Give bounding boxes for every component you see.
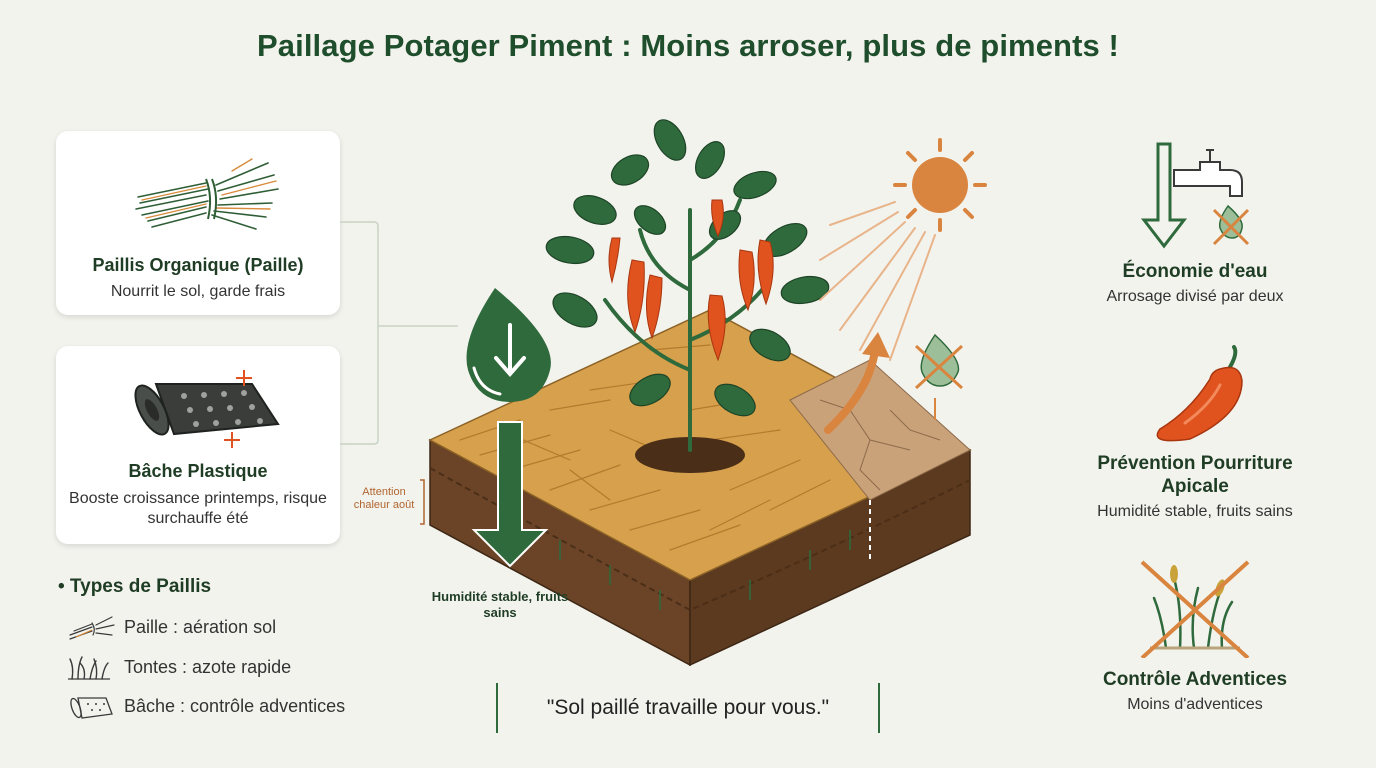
card-plastic-title: Bâche Plastique	[128, 461, 268, 481]
type-label-sheet: Bâche : contrôle adventices	[124, 696, 346, 716]
plastic-sheet-icon	[56, 362, 340, 453]
benefit-weed-control: Contrôle Adventices Moins d'adventices	[1070, 558, 1320, 718]
water-tap-icon	[1070, 140, 1320, 255]
sheet-icon	[66, 694, 116, 725]
crossed-drop-icon	[914, 333, 964, 390]
benefit-rot-prevention: Prévention Pourriture Apicale Humidité s…	[1070, 345, 1320, 525]
benefit-weed-title: Contrôle Adventices	[1102, 669, 1288, 690]
type-label-straw: Paille : aération sol	[124, 617, 277, 637]
card-organic-title: Paillis Organique (Paille)	[92, 255, 304, 275]
card-organic-mulch: Paillis Organique (Paille) Nourrit le so…	[56, 131, 340, 315]
grass-icon	[66, 655, 116, 686]
weeds-crossed-icon	[1070, 558, 1320, 663]
pepper-icon	[1070, 345, 1320, 450]
warning-note: Attention chaleur août	[353, 486, 415, 511]
page-title: Paillage Potager Piment : Moins arroser,…	[257, 28, 1119, 63]
card-plastic-desc: Booste croissance printemps, risque surc…	[69, 490, 327, 527]
benefit-weed-desc: Moins d'adventices	[1127, 696, 1263, 713]
benefit-rot-desc: Humidité stable, fruits sains	[1097, 503, 1293, 520]
straw-bundle-icon	[56, 145, 340, 250]
types-title: • Types de Paillis	[58, 576, 212, 597]
heat-evaporation-arrow	[824, 346, 879, 434]
benefit-rot-title: Prévention Pourriture Apicale	[1097, 453, 1293, 497]
benefit-water-saving: Économie d'eau Arrosage divisé par deux	[1070, 140, 1320, 310]
dry-cracked-soil	[789, 359, 971, 501]
benefit-water-title: Économie d'eau	[1122, 261, 1268, 282]
water-down-arrow	[471, 421, 549, 568]
humidity-note: Humidité stable, fruits sains	[431, 589, 569, 620]
mulch-soil-scene	[350, 110, 1000, 675]
type-label-clippings: Tontes : azote rapide	[124, 657, 292, 677]
sun-icon	[893, 138, 987, 232]
card-plastic-sheet: Bâche Plastique Booste croissance printe…	[56, 346, 340, 544]
benefit-water-desc: Arrosage divisé par deux	[1106, 288, 1284, 305]
card-connector	[340, 220, 460, 455]
card-organic-desc: Nourrit le sol, garde frais	[110, 283, 286, 300]
straw-icon	[66, 615, 116, 646]
quote-box: "Sol paillé travaille pour vous."	[496, 683, 880, 733]
